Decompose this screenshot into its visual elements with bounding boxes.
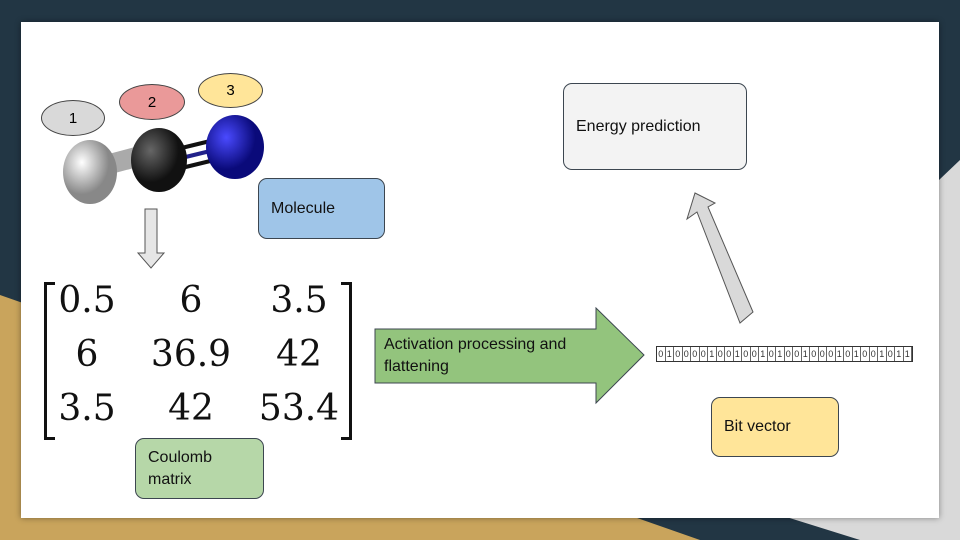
- matrix-cell: 36.9: [150, 334, 232, 375]
- bit: 0: [742, 347, 751, 361]
- bit: 1: [708, 347, 717, 361]
- matrix-cell: 3.5: [270, 280, 328, 321]
- up-arrow: [686, 192, 754, 324]
- energy-prediction-label: Energy prediction: [563, 83, 747, 170]
- matrix-cell: 53.4: [258, 388, 340, 429]
- bit: 0: [751, 347, 759, 361]
- bit: 1: [836, 347, 844, 361]
- bit: 1: [802, 347, 810, 361]
- bit: 0: [861, 347, 870, 361]
- bit: 1: [666, 347, 674, 361]
- matrix-cell: 42: [168, 388, 214, 429]
- bit: 0: [725, 347, 734, 361]
- atom-label-2: 2: [119, 84, 185, 120]
- matrix-cell: 0.5: [58, 280, 116, 321]
- atom-label-text: 3: [226, 82, 235, 99]
- atom-label-3: 3: [198, 73, 263, 108]
- bit: 0: [700, 347, 708, 361]
- bit: 0: [844, 347, 853, 361]
- bit: 0: [717, 347, 725, 361]
- bit: 1: [895, 347, 904, 361]
- bit-vector-label: Bit vector: [711, 397, 839, 457]
- down-arrow: [136, 208, 166, 269]
- right-arrow: [374, 307, 645, 405]
- bit: 0: [785, 347, 793, 361]
- bit: 1: [759, 347, 768, 361]
- bit: 0: [819, 347, 827, 361]
- coulomb-label-text: Coulomb matrix: [148, 448, 213, 488]
- activation-label: Activation processing and flattening: [384, 336, 567, 375]
- coulomb-matrix-label: Coulomb matrix: [135, 438, 264, 499]
- bit: 0: [870, 347, 878, 361]
- molecule-label-text: Molecule: [271, 199, 336, 217]
- molecule-label: Molecule: [258, 178, 385, 239]
- atom-label-text: 2: [147, 93, 157, 111]
- matrix-cell: 6: [179, 280, 203, 321]
- bit: 0: [887, 347, 895, 361]
- matrix-cell: 6: [75, 334, 99, 375]
- atom-label-text: 1: [68, 109, 78, 127]
- coulomb-matrix: 0.5 6 3.5 6 36.9 42 3.5 42 53.4: [42, 278, 354, 440]
- right-bracket: [341, 282, 352, 440]
- atom-label-1: 1: [41, 100, 105, 136]
- bit: 1: [734, 347, 742, 361]
- bit: 0: [657, 347, 666, 361]
- bit: 0: [768, 347, 776, 361]
- bit: 1: [776, 347, 785, 361]
- bit: 0: [683, 347, 691, 361]
- bit: 0: [810, 347, 819, 361]
- bit: 0: [674, 347, 683, 361]
- bit: 1: [878, 347, 887, 361]
- bit-vector-label-text: Bit vector: [724, 418, 791, 435]
- molecule-image: [63, 115, 264, 204]
- left-bracket: [44, 282, 55, 440]
- bit: 1: [904, 347, 912, 361]
- bit: 1: [853, 347, 861, 361]
- bit: 0: [827, 347, 836, 361]
- matrix-cell: 42: [276, 334, 322, 375]
- matrix-cell: 3.5: [58, 388, 116, 429]
- bit: 0: [691, 347, 700, 361]
- bit: 0: [793, 347, 802, 361]
- energy-prediction-text: Energy prediction: [576, 117, 701, 135]
